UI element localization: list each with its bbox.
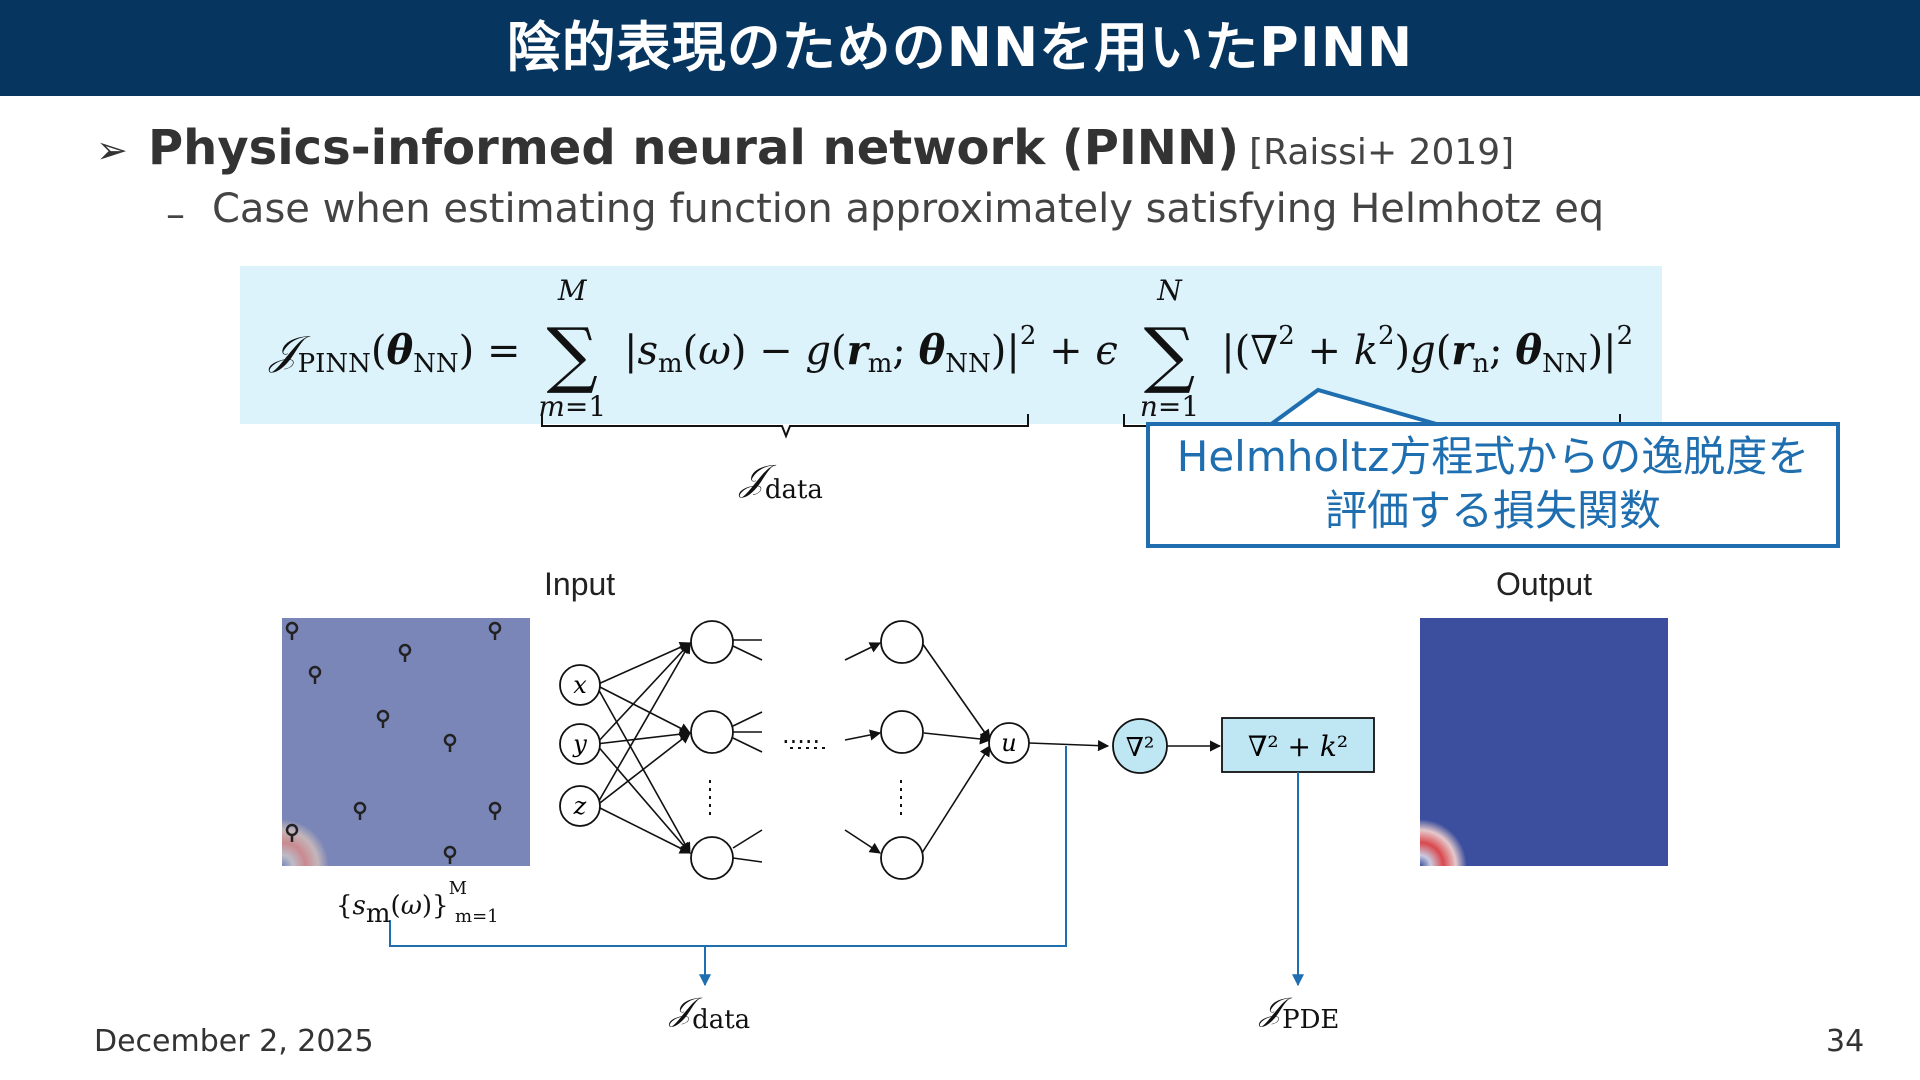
- brace-pde: [1123, 414, 1148, 427]
- input-node-y: [559, 723, 601, 765]
- network-nodes: [559, 620, 1030, 880]
- output-label: Output: [1496, 566, 1593, 602]
- layer-ellipsis: ·····: [782, 728, 821, 756]
- node-y-label: y: [572, 730, 587, 758]
- hidden-node: [690, 710, 734, 754]
- bullet-reference: [Raissi+ 2019]: [1249, 132, 1515, 173]
- network-edges: [595, 639, 1222, 863]
- hidden-node: [880, 710, 924, 754]
- callout-text: Helmholtz方程式からの逸脱度を 評価する損失関数: [1146, 430, 1840, 538]
- callout-line-1: Helmholtz方程式からの逸脱度を: [1176, 432, 1810, 481]
- brace-data: [541, 414, 1029, 439]
- equation-box: [240, 266, 1662, 424]
- laplacian-label: ∇²: [1126, 733, 1155, 763]
- j-data-brace-label: 𝒥data: [740, 458, 823, 505]
- j-data-output-label: 𝒥data: [670, 990, 751, 1035]
- measurements-label: {sm(ω)}Mm=1: [336, 878, 499, 929]
- j-pde-output-label: 𝒥PDE: [1260, 990, 1340, 1035]
- bullet-main-text: Physics-informed neural network (PINN): [148, 120, 1240, 176]
- pinn-loss-equation: 𝒥PINN(θNN) = M∑m=1 |sm(ω) − g(rm; θNN)|2…: [270, 274, 1634, 423]
- bullet-main: Physics-informed neural network (PINN)[R…: [148, 120, 1514, 176]
- sub-bullet-dash: –: [166, 192, 185, 236]
- hidden-node: [690, 620, 734, 664]
- footer-date: December 2, 2025: [94, 1024, 374, 1059]
- callout-box: [1146, 422, 1840, 548]
- title-bar: [0, 0, 1920, 96]
- microphone-icon: [285, 621, 502, 864]
- sub-bullet-text: Case when estimating function approximat…: [212, 186, 1605, 232]
- input-node-z: [559, 785, 601, 827]
- input-label: Input: [544, 566, 616, 602]
- input-node-x: [559, 664, 601, 706]
- helmholtz-operator-label: ∇² + k²: [1248, 730, 1348, 763]
- hidden-node: [880, 620, 924, 664]
- laplacian-node: [1112, 718, 1168, 774]
- node-x-label: x: [573, 671, 587, 699]
- page-number: 34: [1826, 1024, 1865, 1059]
- bullet-arrow-icon: ➢: [96, 128, 128, 172]
- node-z-label: z: [573, 792, 587, 820]
- hidden-node: [690, 836, 734, 880]
- output-node-u: [988, 722, 1030, 764]
- callout-pointer: [1268, 387, 1441, 427]
- output-wavefield: [1420, 618, 1668, 866]
- slide-title: 陰的表現のためのNNを用いたPINN: [506, 16, 1414, 79]
- hidden-node: [880, 836, 924, 880]
- node-u-label: u: [1001, 729, 1016, 757]
- helmholtz-operator-box: [1221, 717, 1375, 773]
- callout-line-2: 評価する損失関数: [1324, 486, 1661, 535]
